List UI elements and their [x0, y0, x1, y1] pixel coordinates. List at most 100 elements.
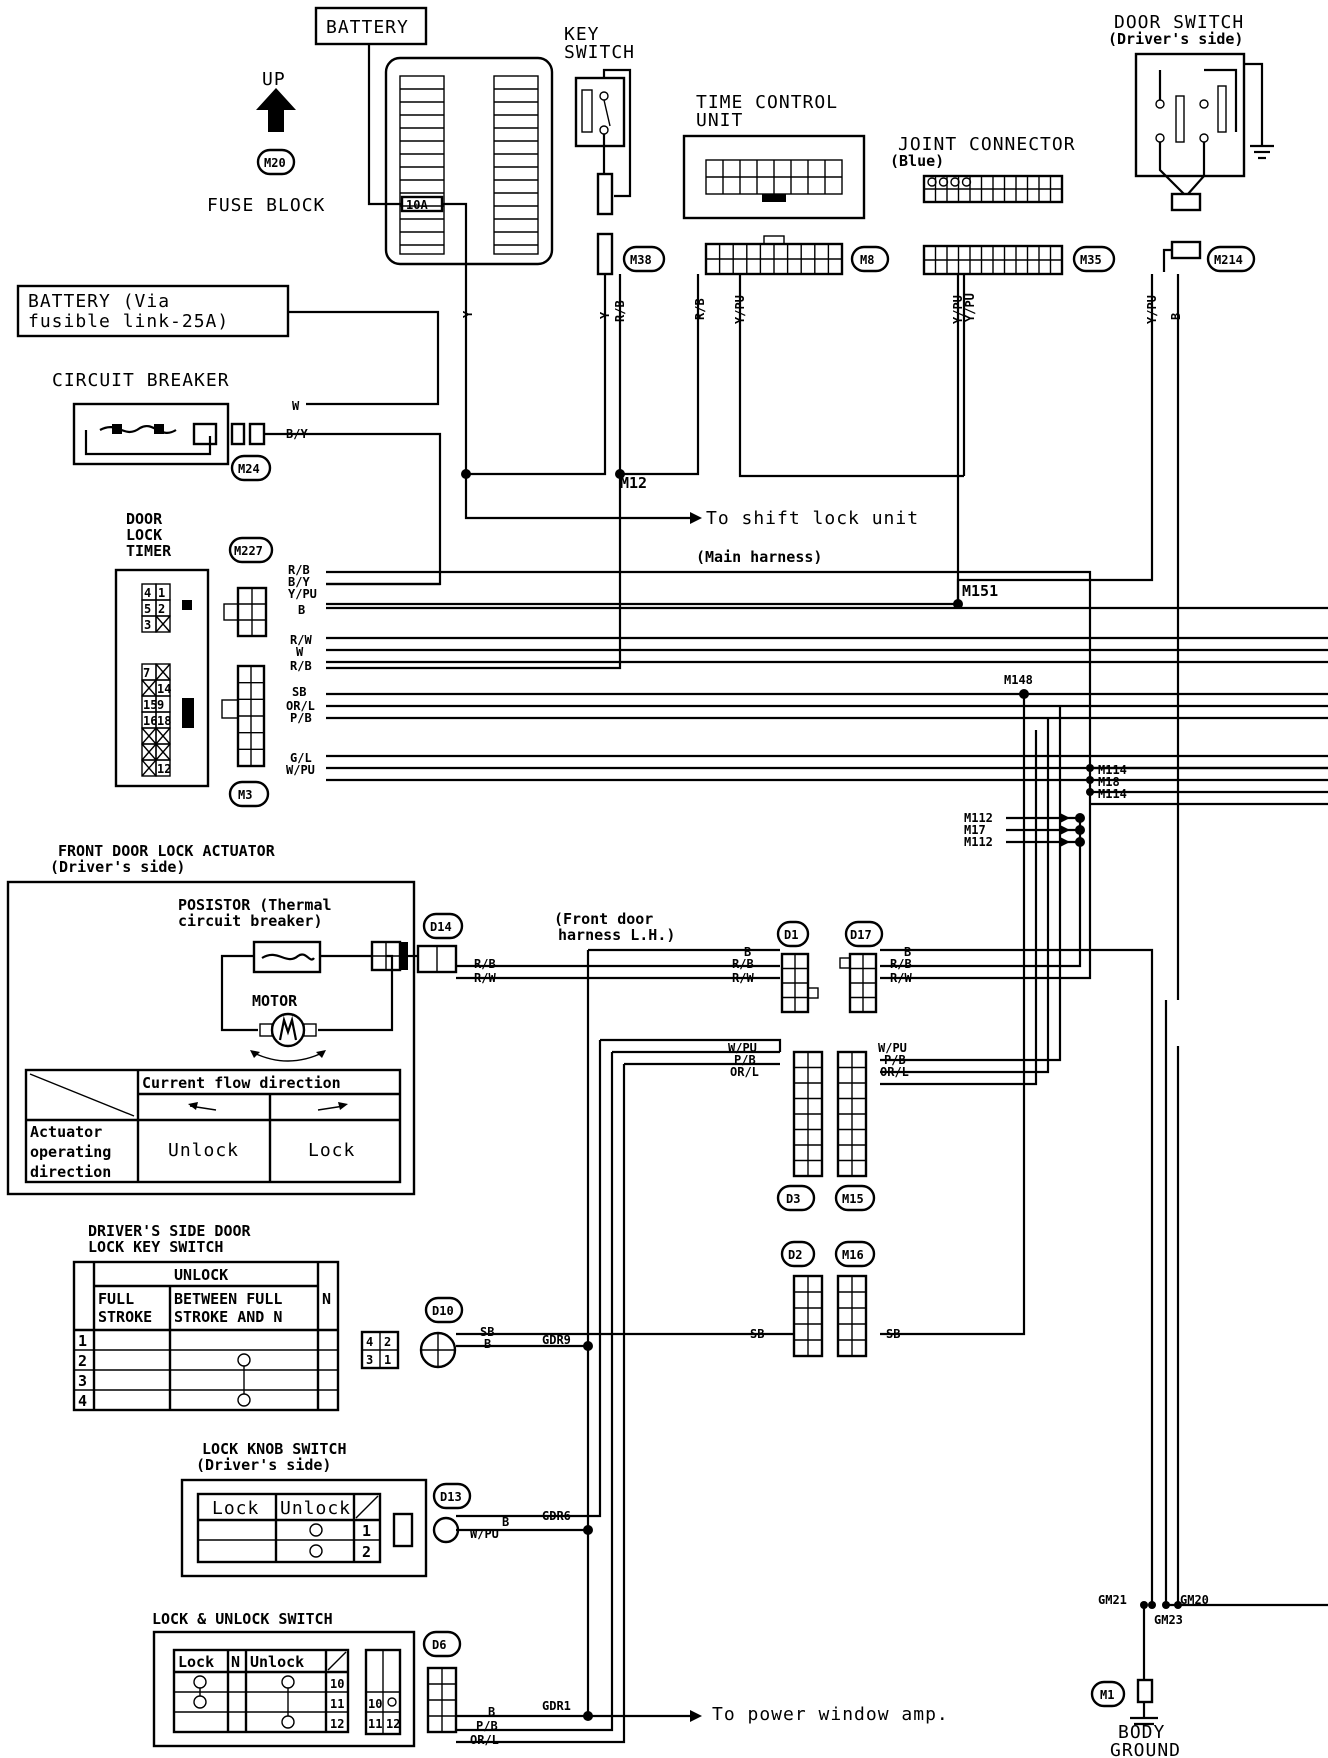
timer-pin-label: 18 — [157, 714, 171, 728]
svg-text:W: W — [296, 645, 304, 659]
svg-text:GROUND: GROUND — [1110, 1740, 1181, 1758]
timer-pin-label: 14 — [157, 682, 171, 696]
svg-text:JOINT CONNECTOR: JOINT CONNECTOR — [898, 134, 1076, 155]
svg-text:B: B — [502, 1515, 509, 1529]
svg-text:1: 1 — [362, 1522, 371, 1540]
timer-pin-label: 1 — [158, 586, 165, 600]
time-control-unit — [682, 134, 866, 276]
svg-text:10: 10 — [330, 1677, 344, 1691]
svg-text:GM21: GM21 — [1098, 1593, 1127, 1607]
battery-label: BATTERY — [326, 17, 409, 38]
svg-text:1: 1 — [384, 1353, 391, 1367]
door-harness-wires — [456, 948, 1182, 1744]
svg-text:SB: SB — [886, 1327, 900, 1341]
svg-text:B: B — [298, 603, 305, 617]
svg-text:M148: M148 — [1004, 673, 1033, 687]
lock-knob-connector: D13 — [392, 1482, 472, 1548]
svg-text:M227: M227 — [234, 544, 263, 558]
svg-text:LOCK & UNLOCK SWITCH: LOCK & UNLOCK SWITCH — [152, 1610, 333, 1628]
actuator-connector: D14 — [408, 912, 464, 974]
svg-text:DRIVER'S SIDE DOOR: DRIVER'S SIDE DOOR — [88, 1222, 252, 1240]
lock-knob-switch-table: Lock Unlock 1 2 — [180, 1478, 428, 1578]
svg-text:TIME CONTROL: TIME CONTROL — [696, 92, 838, 113]
timer-pin-label: 5 — [144, 602, 151, 616]
svg-text:DOOR: DOOR — [126, 510, 163, 528]
timer-pin-label: 7 — [143, 666, 150, 680]
svg-text:OR/L: OR/L — [470, 1733, 499, 1747]
svg-text:M15: M15 — [842, 1192, 864, 1206]
svg-text:3: 3 — [366, 1353, 373, 1367]
svg-text:D13: D13 — [440, 1490, 462, 1504]
svg-text:Y: Y — [461, 310, 475, 318]
svg-text:N: N — [231, 1653, 240, 1671]
svg-text:SWITCH: SWITCH — [564, 42, 635, 63]
svg-text:M20: M20 — [264, 156, 286, 170]
svg-text:W: W — [292, 399, 300, 413]
svg-text:B: B — [484, 1337, 491, 1351]
connector-d1: D1 — [776, 920, 819, 1014]
svg-text:To shift lock unit: To shift lock unit — [706, 508, 919, 529]
connector-d2: D2 — [780, 1240, 824, 1358]
svg-text:D6: D6 — [432, 1638, 446, 1652]
svg-text:GM23: GM23 — [1154, 1613, 1183, 1627]
svg-text:B: B — [488, 1705, 495, 1719]
fuse-block: 10A — [384, 56, 554, 266]
svg-text:FRONT DOOR LOCK ACTUATOR: FRONT DOOR LOCK ACTUATOR — [58, 842, 276, 860]
timer-pin-label: 3 — [144, 618, 151, 632]
svg-text:M35: M35 — [1080, 253, 1102, 267]
svg-text:UNIT: UNIT — [696, 110, 743, 131]
svg-text:M18: M18 — [1098, 775, 1120, 789]
svg-text:Current flow direction: Current flow direction — [142, 1074, 341, 1092]
svg-text:D14: D14 — [430, 920, 452, 934]
top-wires — [264, 274, 1180, 1605]
timer-pin-label: 16 — [143, 714, 157, 728]
svg-text:To power window amp.: To power window amp. — [712, 1704, 949, 1725]
svg-text:Y: Y — [598, 311, 612, 319]
svg-text:1: 1 — [78, 1332, 87, 1350]
fuse-block-connector: M20 — [256, 148, 296, 176]
svg-text:SB: SB — [480, 1325, 494, 1339]
svg-text:W/PU: W/PU — [878, 1041, 907, 1055]
circuit-breaker — [72, 402, 266, 466]
timer-pin-label: 9 — [157, 698, 164, 712]
svg-text:11: 11 — [330, 1697, 344, 1711]
door-switch — [1134, 52, 1274, 272]
svg-text:B/Y: B/Y — [288, 575, 310, 589]
joint-connector-connector: M35 — [1072, 245, 1116, 273]
timer-pin-label: 12 — [157, 762, 171, 776]
fuse-label: 10A — [406, 198, 428, 212]
joint-connector — [922, 174, 1064, 276]
svg-text:KEY: KEY — [564, 24, 600, 45]
svg-text:B: B — [744, 945, 751, 959]
svg-text:TIMER: TIMER — [126, 542, 172, 560]
svg-text:4: 4 — [366, 1335, 373, 1349]
svg-text:BODY: BODY — [1118, 1722, 1165, 1743]
timer-pin-label: 2 — [158, 602, 165, 616]
up-arrow-icon — [256, 88, 296, 132]
svg-text:STROKE: STROKE — [98, 1308, 152, 1326]
svg-text:4: 4 — [78, 1392, 87, 1410]
svg-text:POSISTOR (Thermal: POSISTOR (Thermal — [178, 896, 332, 914]
svg-text:direction: direction — [30, 1163, 111, 1181]
svg-text:M17: M17 — [964, 823, 986, 837]
svg-text:B/Y: B/Y — [286, 427, 308, 441]
svg-text:BATTERY (Via: BATTERY (Via — [28, 291, 170, 312]
svg-text:Y/PU: Y/PU — [951, 295, 965, 324]
svg-text:R/B: R/B — [693, 298, 707, 320]
lock-unlock-switch-table: Lock N Unlock 10 11 12 10 11 12 — [152, 1630, 416, 1748]
svg-text:11: 11 — [368, 1717, 382, 1731]
svg-text:12: 12 — [330, 1717, 344, 1731]
svg-text:GDR9: GDR9 — [542, 1333, 571, 1347]
svg-text:M8: M8 — [860, 253, 874, 267]
svg-text:Y/PU: Y/PU — [963, 293, 977, 322]
svg-text:D10: D10 — [432, 1304, 454, 1318]
svg-text:M112: M112 — [964, 835, 993, 849]
battery-fusible-link-box: BATTERY (Via fusible link-25A) — [16, 284, 290, 338]
svg-text:LOCK: LOCK — [126, 526, 162, 544]
svg-text:OR/L: OR/L — [286, 699, 315, 713]
svg-text:M24: M24 — [238, 462, 260, 476]
svg-text:STROKE AND N: STROKE AND N — [174, 1308, 282, 1326]
svg-text:Unlock: Unlock — [250, 1653, 304, 1671]
